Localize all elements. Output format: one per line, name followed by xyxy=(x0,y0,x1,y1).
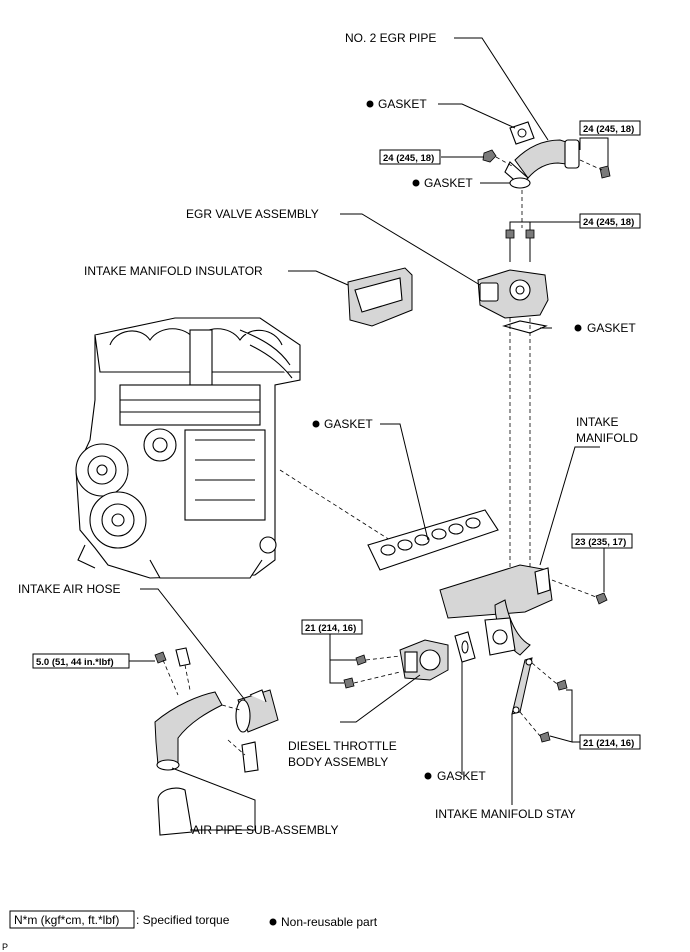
legend-non-reusable-mark xyxy=(269,918,277,926)
label-gasket-top: GASKET xyxy=(378,97,427,111)
label-intake-manifold-1: INTAKE xyxy=(576,415,618,429)
svg-text:5.0 (51, 44 in.*lbf): 5.0 (51, 44 in.*lbf) xyxy=(36,657,114,668)
intake-manifold-insulator xyxy=(347,267,413,327)
manifold-gasket xyxy=(367,509,499,571)
diesel-throttle-body xyxy=(399,639,449,681)
svg-text:21 (214, 16): 21 (214, 16) xyxy=(305,623,356,634)
air-hose-clip xyxy=(175,647,191,667)
label-gasket-manifold: GASKET xyxy=(324,417,373,431)
label-diesel-throttle-2: BODY ASSEMBLY xyxy=(288,755,388,769)
non-reusable-mark xyxy=(574,324,582,332)
non-reusable-mark xyxy=(424,772,432,780)
nut-left xyxy=(482,149,497,163)
label-intake-air-hose: INTAKE AIR HOSE xyxy=(18,582,120,596)
legend: N*m (kgf*cm, ft.*lbf) : Specified torque… xyxy=(9,910,378,929)
svg-text:24 (245, 18): 24 (245, 18) xyxy=(383,153,434,164)
torque-manifold-bolt: 23 (235, 17) xyxy=(571,533,633,549)
intake-air-hose xyxy=(235,689,279,733)
engine-illustration xyxy=(75,317,301,579)
throttle-nut xyxy=(355,654,367,666)
non-reusable-mark xyxy=(366,100,374,108)
bolt-right xyxy=(599,165,611,179)
gasket-throttle-hole xyxy=(461,640,469,654)
label-egr-valve-assembly: EGR VALVE ASSEMBLY xyxy=(186,207,319,221)
label-gasket-throttle: GASKET xyxy=(437,769,486,783)
intake-manifold-stay xyxy=(511,657,533,715)
leader-lines xyxy=(120,37,609,831)
legend-torque-desc: : Specified torque xyxy=(136,913,230,927)
svg-text:24 (245, 18): 24 (245, 18) xyxy=(583,217,634,228)
label-air-pipe-sub-assembly: AIR PIPE SUB-ASSEMBLY xyxy=(192,823,339,837)
label-intake-manifold-2: MANIFOLD xyxy=(576,431,638,445)
manifold-bolt xyxy=(595,592,608,605)
air-hose-bolt xyxy=(154,651,167,664)
throttle-bolt xyxy=(343,677,355,689)
torque-egr-pipe-right: 24 (245, 18) xyxy=(579,120,641,136)
legend-torque-box xyxy=(9,910,135,929)
label-intake-manifold-stay: INTAKE MANIFOLD STAY xyxy=(435,807,576,821)
egr-valve-assembly xyxy=(477,269,549,319)
non-reusable-mark xyxy=(312,420,320,428)
gasket-egr-valve-part xyxy=(502,320,548,334)
intake-manifold xyxy=(439,564,553,656)
label-gasket-mid: GASKET xyxy=(424,176,473,190)
legend-torque-unit: N*m (kgf*cm, ft.*lbf) xyxy=(14,913,119,927)
label-no2-egr-pipe: NO. 2 EGR PIPE xyxy=(345,31,436,45)
legend-non-reusable: Non-reusable part xyxy=(281,915,378,929)
gasket-top-hole xyxy=(517,128,527,138)
svg-text:24 (245, 18): 24 (245, 18) xyxy=(583,124,634,135)
svg-text:21 (214, 16): 21 (214, 16) xyxy=(583,738,634,749)
stay-bolt-lower xyxy=(539,731,551,743)
label-gasket-egr-valve: GASKET xyxy=(587,321,636,335)
air-pipe-sub-assembly xyxy=(154,691,259,836)
non-reusable-mark xyxy=(412,179,420,187)
torque-egr-valve-bolts: 24 (245, 18) xyxy=(579,213,641,229)
stay-bolt-upper xyxy=(556,679,568,691)
svg-text:23 (235, 17): 23 (235, 17) xyxy=(575,537,626,548)
label-intake-manifold-insulator: INTAKE MANIFOLD INSULATOR xyxy=(84,264,263,278)
torque-egr-pipe-left: 24 (245, 18) xyxy=(379,149,441,165)
label-diesel-throttle-1: DIESEL THROTTLE xyxy=(288,739,397,753)
torque-air-hose-bolt: 5.0 (51, 44 in.*lbf) xyxy=(32,653,130,669)
gasket-mid-part xyxy=(509,177,531,189)
torque-throttle-bolts: 21 (214, 16) xyxy=(301,619,363,635)
egr-valve-bolts xyxy=(505,229,535,262)
torque-stay-bolts: 21 (214, 16) xyxy=(579,734,641,750)
corner-mark: P xyxy=(2,942,8,952)
